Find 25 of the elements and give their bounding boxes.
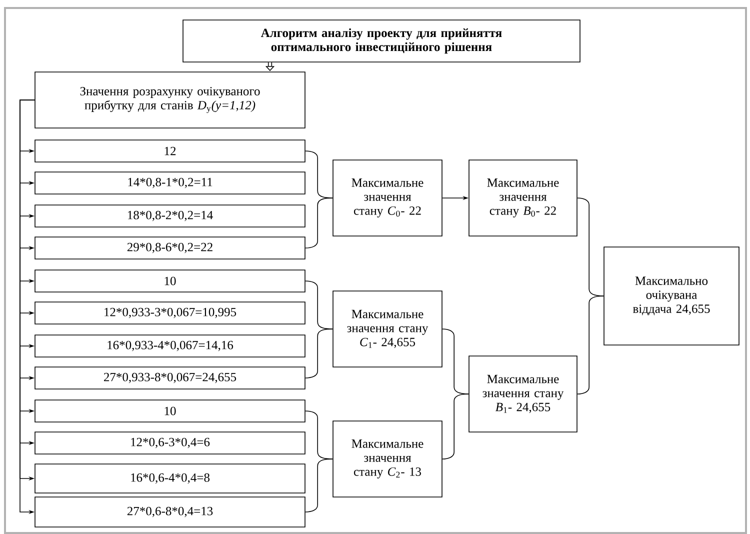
value-box: 27*0,6-8*0,4=13	[34, 496, 306, 528]
value-box: 10	[34, 270, 306, 292]
brace-connector	[305, 328, 333, 378]
value-box: 16*0,933-4*0,067=14,16	[34, 334, 306, 358]
brace-connector	[577, 296, 604, 394]
brace-connector	[442, 394, 469, 460]
result-box: Максимальне значення стану B$_{0}$- 22	[468, 160, 578, 236]
result-box: Максимальне значення стану B$_{1}$- 24,655	[468, 356, 578, 432]
value-box: 10	[34, 400, 306, 422]
value-box: 27*0,933-8*0,067=24,655	[34, 366, 306, 390]
value-box: 14*0,8-1*0,2=11	[34, 172, 306, 194]
result-box: Максимальне значення стану C$_{1}$- 24,655	[332, 290, 442, 368]
value-box: 12*0,933-3*0,067=10,995	[34, 302, 306, 324]
brace-connector	[305, 198, 333, 248]
value-box: 18*0,8-2*0,2=14	[34, 204, 306, 228]
value-box: 16*0,6-4*0,4=8	[34, 464, 306, 494]
result-box: Максимальне значення стану C$_{2}$- 13	[332, 420, 442, 498]
value-box: 12	[34, 140, 306, 162]
result-box: Максимальне значення стану C$_{0}$- 22	[332, 160, 442, 236]
brace-connector	[305, 458, 333, 512]
value-box: 12*0,6-3*0,4=6	[34, 432, 306, 454]
header-box: Значення розрахунку очікуваного прибутку для станів D$_{y}$(y=1,12)	[34, 72, 306, 128]
final-box: Максимально очікувана віддача 24,655	[604, 246, 740, 346]
title-box: Алгоритм аналізу проекту для прийняття оптимального інвестиційного рішення	[182, 20, 580, 62]
value-box: 29*0,8-6*0,2=22	[34, 236, 306, 260]
